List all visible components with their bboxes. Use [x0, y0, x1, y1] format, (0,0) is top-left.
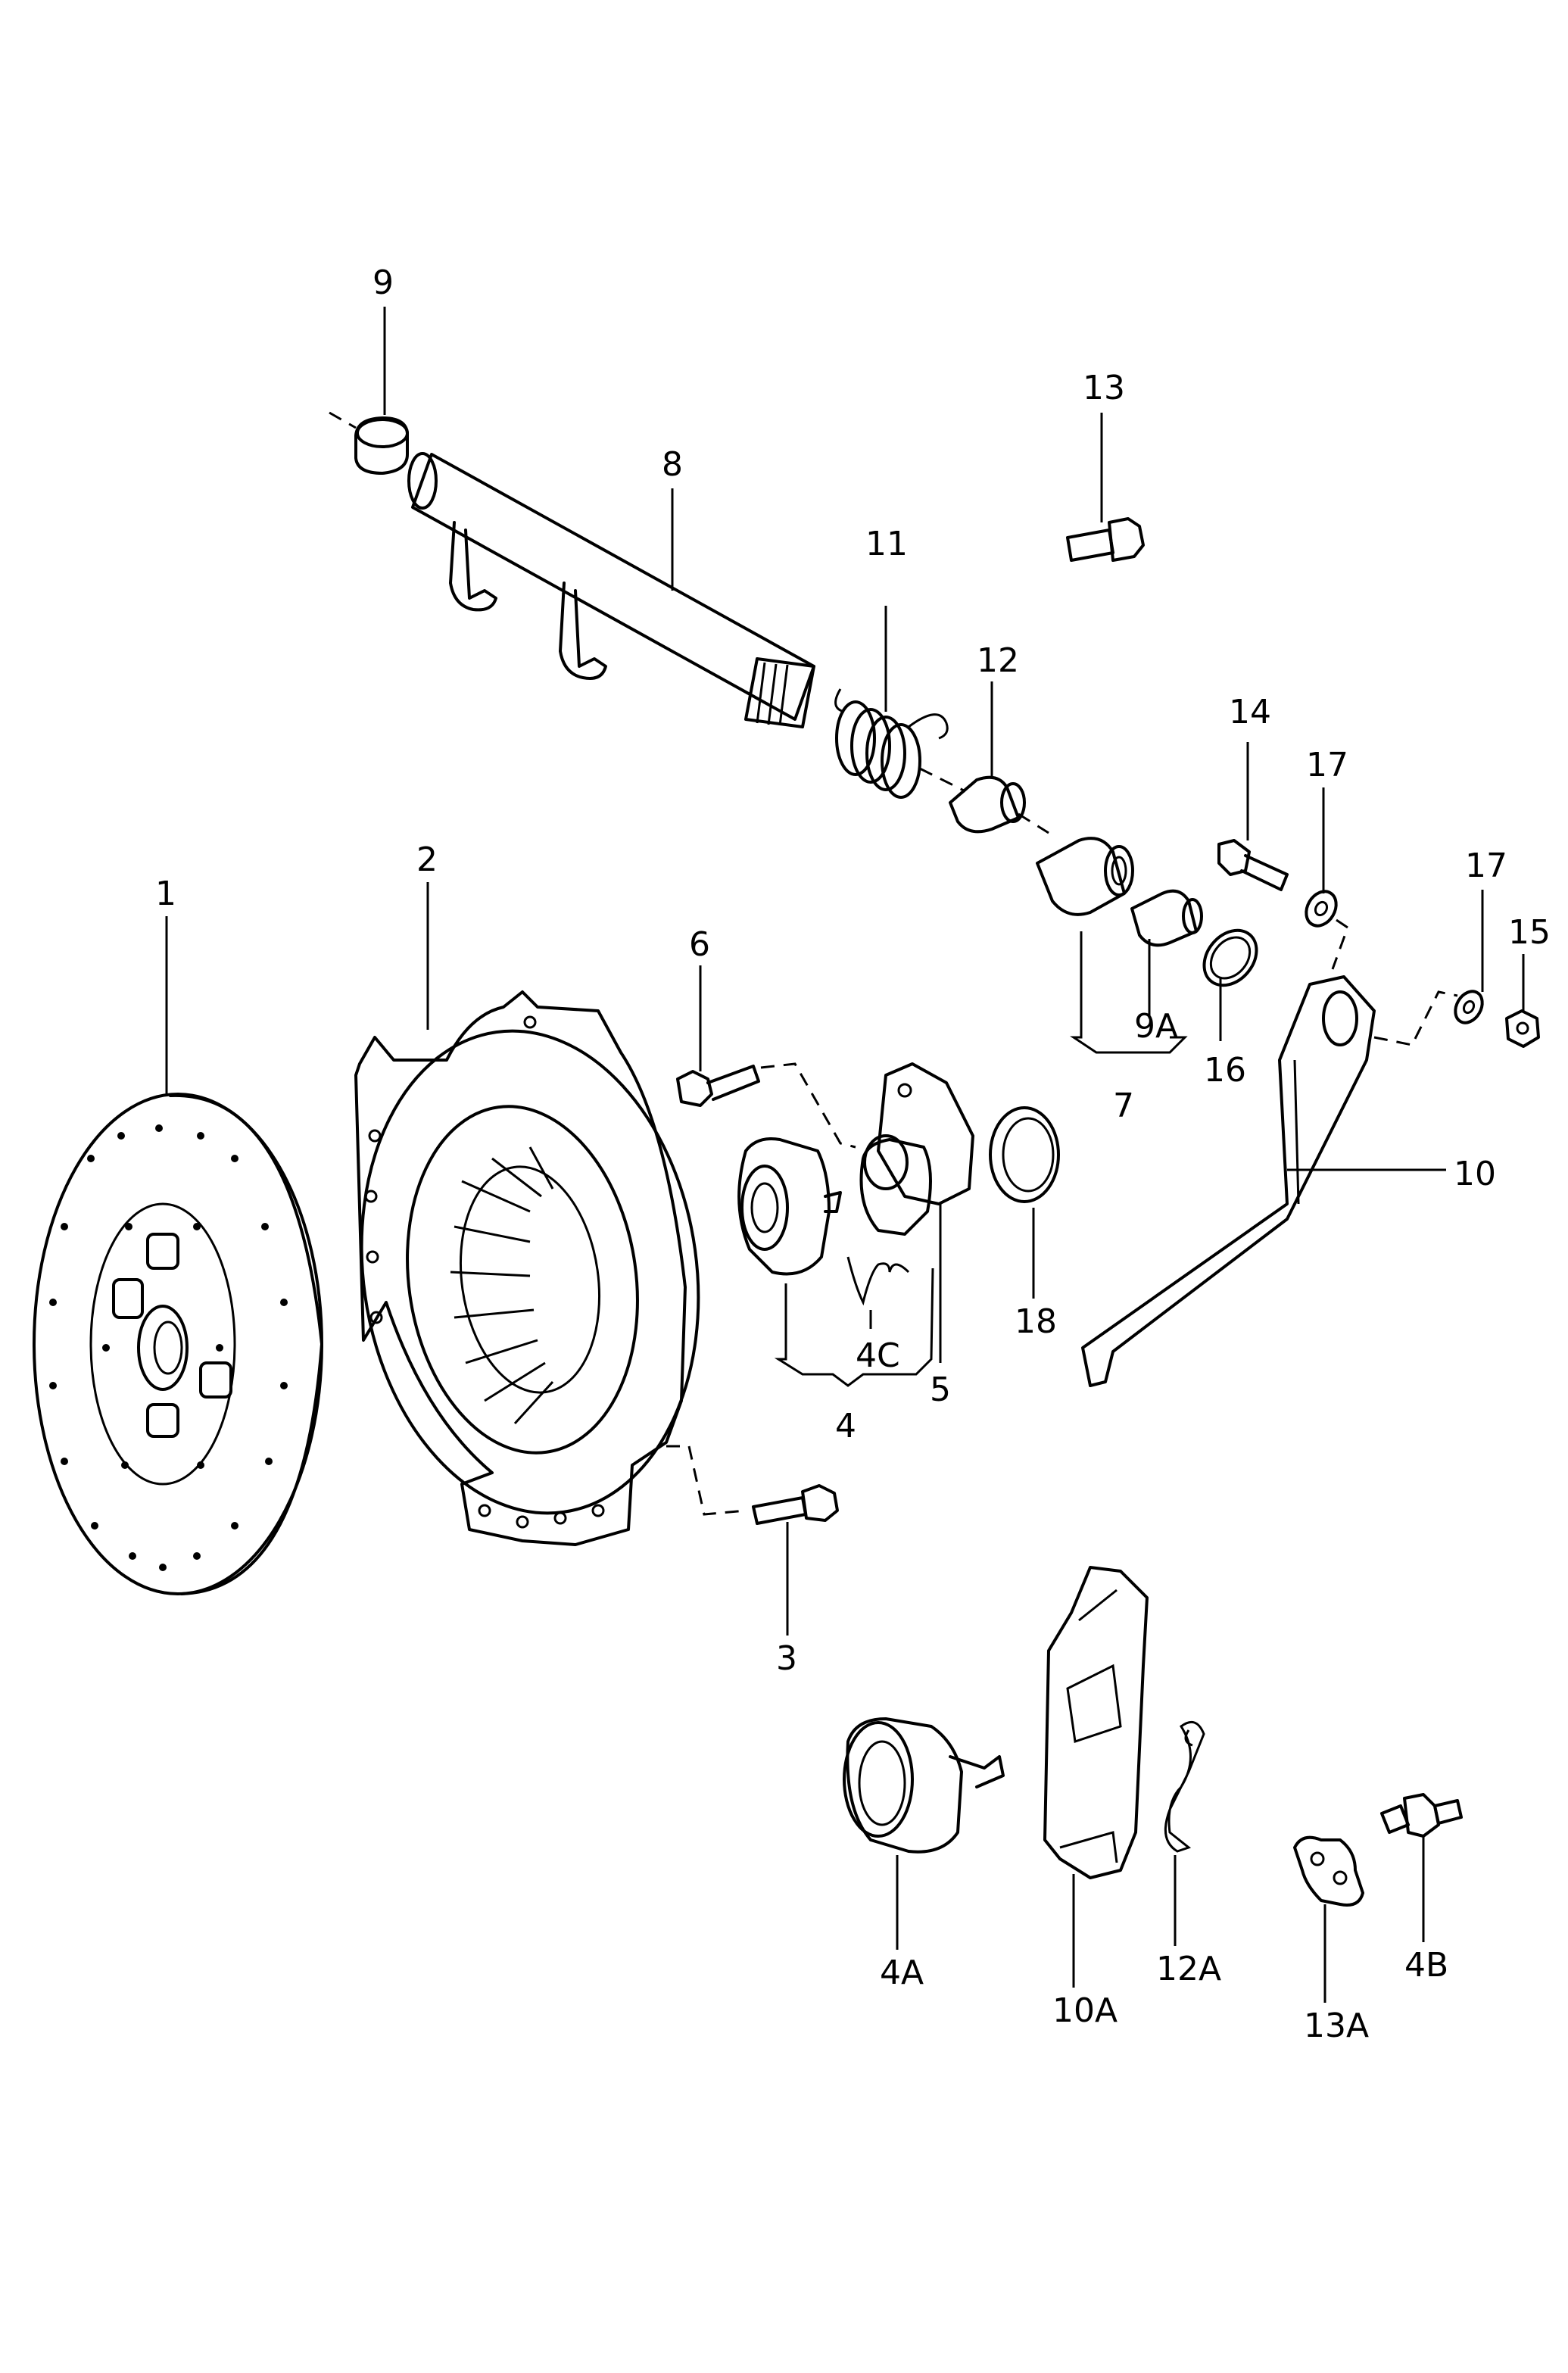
- label-17-upper: 17: [1306, 746, 1348, 784]
- part-4-release-bearing: [737, 1137, 842, 1276]
- label-18: 18: [1015, 1302, 1057, 1341]
- label-14: 14: [1229, 693, 1271, 731]
- label-10a: 10A: [1052, 1991, 1118, 2030]
- label-9: 9: [373, 263, 394, 302]
- part-13-bolt: [1066, 517, 1145, 562]
- label-10: 10: [1454, 1155, 1496, 1193]
- part-6-bolt: [676, 1062, 856, 1149]
- part-13a-damper: [1293, 1835, 1364, 1907]
- leader-lines: [165, 307, 1525, 2003]
- part-2-pressure-plate: [354, 990, 747, 1546]
- label-17-right: 17: [1465, 847, 1507, 885]
- label-1: 1: [155, 875, 176, 913]
- part-10a-release-lever: [1043, 1566, 1149, 1879]
- part-12-bushing: [919, 767, 1049, 834]
- label-4: 4: [835, 1407, 856, 1445]
- part-18-seal-ring: [989, 1106, 1060, 1203]
- part-14-bolt: [1217, 839, 1289, 891]
- label-6: 6: [689, 925, 710, 964]
- part-9-bushing: [329, 411, 409, 475]
- part-4b-fitting: [1380, 1793, 1463, 1838]
- label-11: 11: [865, 525, 908, 563]
- label-9a: 9A: [1134, 1007, 1178, 1046]
- part-3-bolt: [752, 1484, 839, 1525]
- diaphragm-fingers: [450, 1146, 554, 1425]
- part-12a-spring-clip: [1164, 1720, 1205, 1853]
- label-12: 12: [977, 641, 1019, 680]
- label-13a: 13A: [1304, 2007, 1369, 2045]
- part-8-release-shaft: [407, 452, 815, 728]
- label-13: 13: [1083, 369, 1125, 407]
- part-15-nut: [1505, 1009, 1540, 1048]
- part-4a-release-bearing: [843, 1717, 1005, 1854]
- label-4a: 4A: [880, 1954, 924, 1992]
- label-5: 5: [930, 1370, 951, 1409]
- label-16: 16: [1204, 1051, 1246, 1090]
- label-15: 15: [1508, 913, 1551, 952]
- part-11-return-spring: [834, 688, 949, 799]
- part-labels: 9 8 11 12 13 14 17 17 15 9A 16 7 10 1 2 …: [155, 263, 1551, 2045]
- label-3: 3: [776, 1639, 797, 1678]
- part-1-clutch-disc: [33, 1093, 323, 1595]
- part-10-release-lever: [1081, 975, 1458, 1387]
- label-8: 8: [662, 445, 683, 484]
- part-4c-clip: [846, 1256, 910, 1306]
- plate-holes: [364, 1015, 605, 1529]
- label-7: 7: [1113, 1087, 1134, 1125]
- part-7-bushing-assembly: [1036, 837, 1203, 947]
- disc-rivets: [49, 1124, 288, 1571]
- label-4b: 4B: [1404, 1946, 1448, 1985]
- part-17-washers: [1305, 890, 1484, 1024]
- part-5-guide-sleeve: [859, 1062, 974, 1236]
- part-16-circlip: [1202, 928, 1258, 987]
- label-2: 2: [416, 840, 438, 879]
- label-4c: 4C: [856, 1336, 900, 1375]
- label-12a: 12A: [1156, 1950, 1221, 1988]
